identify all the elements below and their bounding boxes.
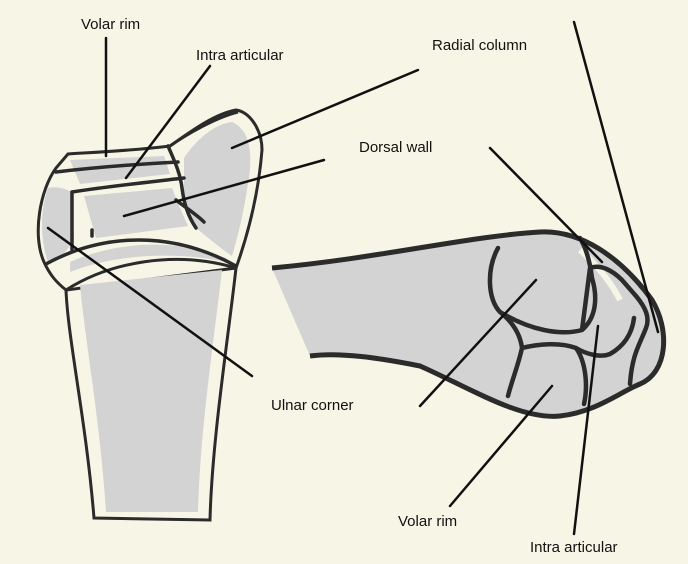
- leader-left-intra-articular: [124, 64, 212, 180]
- label-right-intra-articular: Intra articular: [530, 539, 618, 556]
- leader-right-volar-rim: [448, 384, 554, 508]
- left-fragment-ulnar-corner: [42, 187, 74, 262]
- left-radial-styloid-line: [169, 110, 239, 148]
- left-bone-view: [36, 108, 264, 522]
- leader-right-radial-column: [572, 20, 660, 334]
- label-left-intra-articular: Intra articular: [196, 47, 284, 64]
- right-head-outline: [271, 229, 667, 419]
- label-radial-column: Radial column: [432, 37, 528, 54]
- label-right-volar-rim: Volar rim: [398, 513, 458, 530]
- right-fracture-lines: [487, 235, 650, 407]
- leader-ulnar-corner: [46, 226, 254, 378]
- left-fragment-metaphysis: [70, 244, 226, 272]
- right-bone-view: [271, 229, 667, 419]
- left-fracture-lines: [44, 144, 238, 268]
- label-ulnar-corner: Ulnar corner: [271, 397, 354, 414]
- leader-right-intra-articular: [572, 324, 600, 536]
- leader-ulnar-corner-right: [418, 278, 538, 408]
- leader-dorsal-wall: [122, 158, 326, 218]
- label-left-volar-rim: Volar rim: [81, 16, 141, 33]
- leader-radial-column: [230, 68, 420, 150]
- label-dorsal-wall: Dorsal wall: [359, 139, 433, 156]
- leader-lines: [46, 20, 660, 536]
- leader-right-dorsal-wall: [488, 146, 604, 264]
- left-shaft: [80, 270, 222, 512]
